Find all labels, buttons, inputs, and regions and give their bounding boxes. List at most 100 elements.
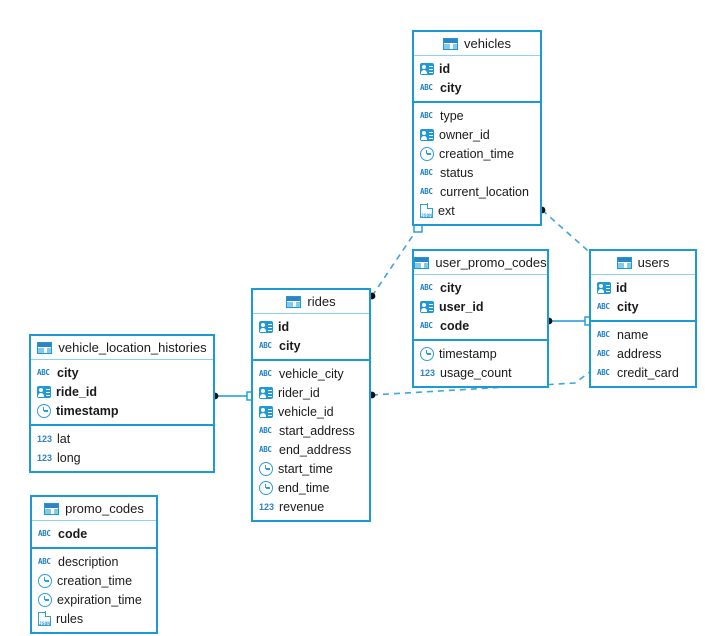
field-label: creation_time xyxy=(57,573,133,588)
table-field-creation_time[interactable]: creation_time xyxy=(32,571,156,590)
field-label: address xyxy=(617,346,662,361)
json-document-icon: JSON xyxy=(38,611,52,627)
table-header-rides[interactable]: rides xyxy=(253,290,369,314)
abc-string-icon: ABC xyxy=(597,329,610,339)
table-field-start_time[interactable]: start_time xyxy=(253,459,369,478)
table-name: users xyxy=(637,255,670,270)
table-field-id[interactable]: id xyxy=(414,59,540,78)
table-field-rider_id[interactable]: rider_id xyxy=(253,383,369,402)
table-field-vehicle_id[interactable]: vehicle_id xyxy=(253,402,369,421)
abc-string-icon: ABC xyxy=(259,444,272,454)
id-card-icon xyxy=(420,128,434,141)
table-field-id[interactable]: id xyxy=(591,278,695,297)
clock-icon xyxy=(420,146,434,161)
table-field-user_id[interactable]: user_id xyxy=(414,297,547,316)
clock-icon xyxy=(259,461,273,476)
clock-icon xyxy=(420,346,434,361)
field-label: city xyxy=(440,80,462,95)
table-field-timestamp[interactable]: timestamp xyxy=(31,401,213,420)
abc-string-icon: ABC xyxy=(420,282,433,292)
field-label: id xyxy=(278,319,290,334)
table-name: user_promo_codes xyxy=(435,255,547,270)
clock-icon xyxy=(37,403,51,418)
table-field-creation_time[interactable]: creation_time xyxy=(414,144,540,163)
field-label: vehicle_id xyxy=(278,404,334,419)
table-header-user_promo_codes[interactable]: user_promo_codes xyxy=(414,251,547,275)
abc-string-icon: ABC xyxy=(420,110,433,120)
abc-string-icon: ABC xyxy=(259,340,272,350)
table-grid-icon xyxy=(44,502,60,515)
id-card-icon xyxy=(259,405,273,418)
table-name: vehicles xyxy=(464,36,511,51)
field-label: expiration_time xyxy=(57,592,142,607)
field-label: end_address xyxy=(279,442,352,457)
field-label: description xyxy=(58,554,119,569)
table-field-city[interactable]: ABC city xyxy=(253,336,369,355)
abc-string-icon: ABC xyxy=(38,556,51,566)
id-card-icon xyxy=(37,385,51,398)
column-group: ABC description creation_time expiration_ti… xyxy=(32,549,156,632)
field-label: timestamp xyxy=(56,403,119,418)
json-document-icon: JSON xyxy=(420,203,434,219)
field-label: timestamp xyxy=(439,346,497,361)
table-field-ride_id[interactable]: ride_id xyxy=(31,382,213,401)
table-field-name[interactable]: ABC name xyxy=(591,325,695,344)
field-label: city xyxy=(57,365,79,380)
table-field-expiration_time[interactable]: expiration_time xyxy=(32,590,156,609)
table-grid-icon xyxy=(37,341,53,354)
table-header-vehicles[interactable]: vehicles xyxy=(414,32,540,56)
field-label: rider_id xyxy=(278,385,320,400)
table-field-owner_id[interactable]: owner_id xyxy=(414,125,540,144)
table-field-timestamp[interactable]: timestamp xyxy=(414,344,547,363)
table-name: vehicle_location_histories xyxy=(58,340,207,355)
table-grid-icon xyxy=(616,256,632,269)
field-label: city xyxy=(279,338,301,353)
clock-icon xyxy=(259,480,273,495)
table-field-id[interactable]: id xyxy=(253,317,369,336)
table-field-end_address[interactable]: ABC end_address xyxy=(253,440,369,459)
number-123-icon: 123 xyxy=(259,501,275,512)
table-field-end_time[interactable]: end_time xyxy=(253,478,369,497)
table-field-description[interactable]: ABC description xyxy=(32,552,156,571)
field-label: id xyxy=(616,280,628,295)
field-label: current_location xyxy=(440,184,529,199)
number-123-icon: 123 xyxy=(420,367,436,378)
table-header-promo_codes[interactable]: promo_codes xyxy=(32,497,156,521)
field-label: name xyxy=(617,327,649,342)
table-header-vehicle_location_histories[interactable]: vehicle_location_histories xyxy=(31,336,213,360)
number-123-icon: 123 xyxy=(37,452,53,463)
table-header-users[interactable]: users xyxy=(591,251,695,275)
